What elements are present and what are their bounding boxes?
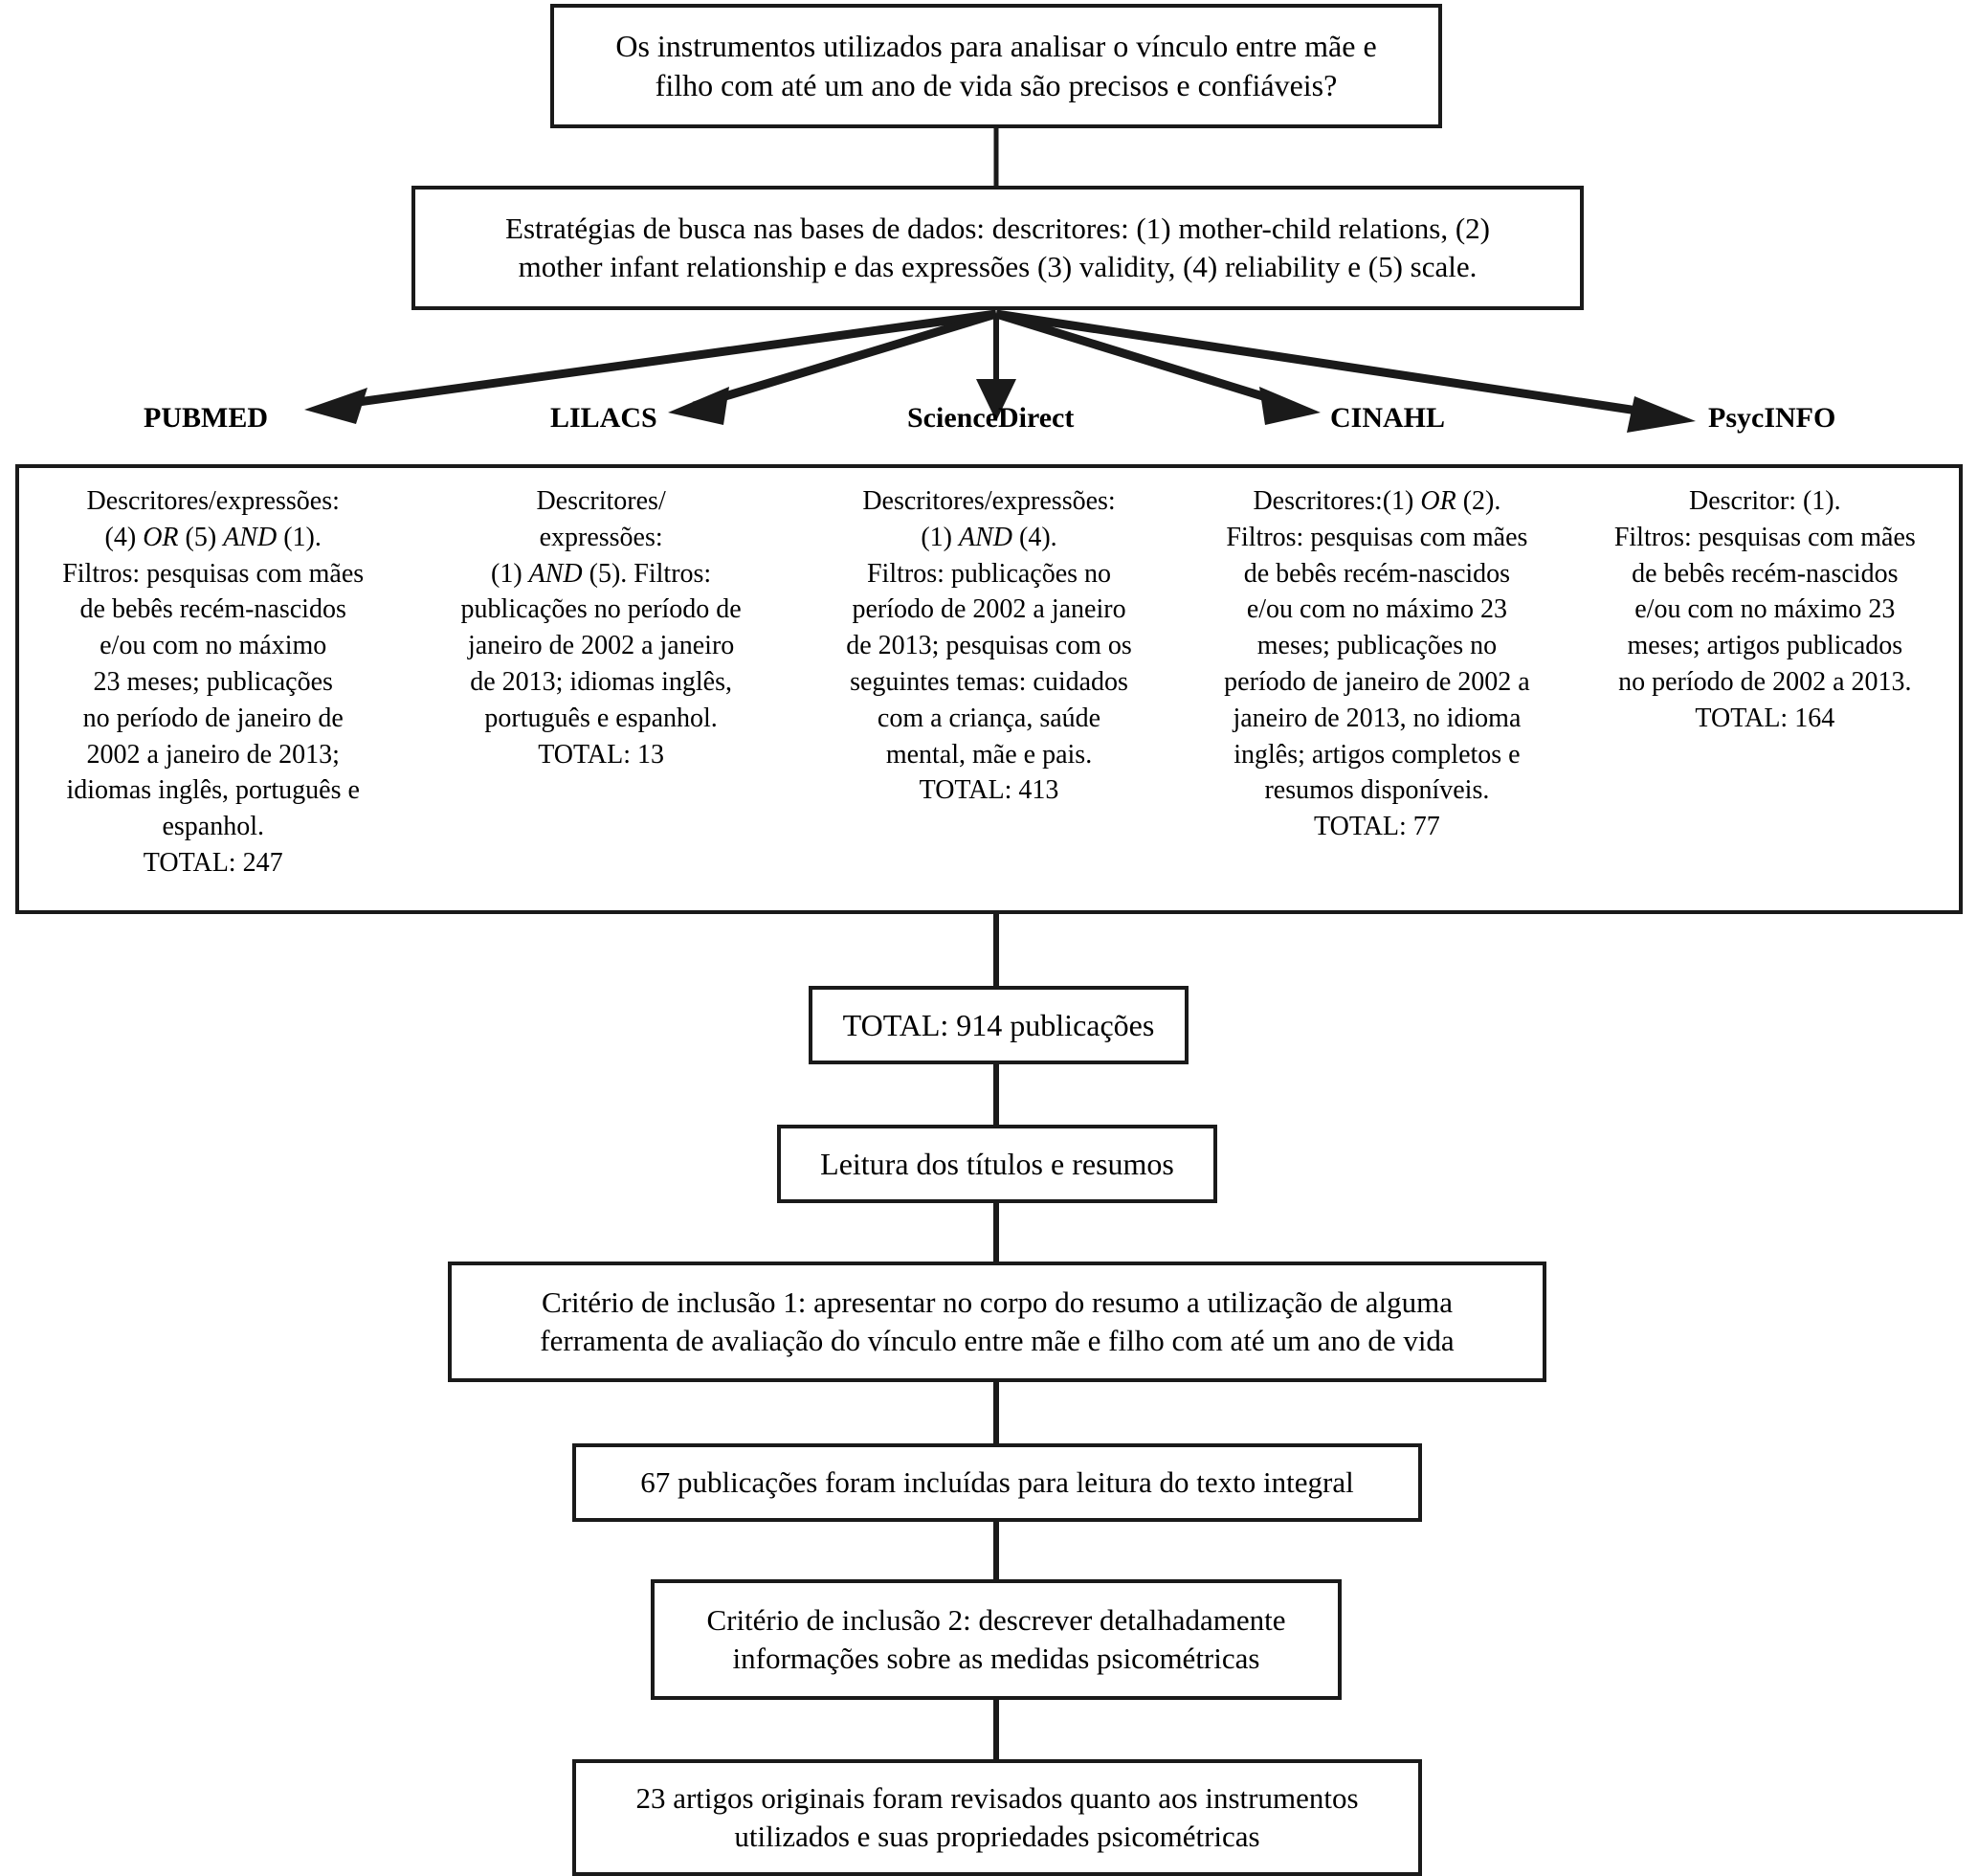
database-detail-psycinfo: Descritor: (1). Filtros: pesquisas com m… [1613,486,1916,733]
database-detail-cinahl: Descritores:(1) OR (2). Filtros: pesquis… [1224,486,1530,842]
search-strategy-text: Estratégias de busca nas bases de dados:… [505,212,1490,283]
database-detail-lilacs: Descritores/ expressões: (1) AND (5). Fi… [460,486,742,770]
step-full-text-included-box: 67 publicações foram incluídas para leit… [572,1443,1422,1522]
database-columns: Descritores/expressões: (4) OR (5) AND (… [19,468,1959,882]
step-title-abstract-reading-box: Leitura dos títulos e resumos [777,1125,1217,1203]
database-label-sciencedirect: ScienceDirect [907,402,1075,434]
step-final-reviewed-articles-box: 23 artigos originais foram revisados qua… [572,1759,1422,1876]
database-label-cinahl: CINAHL [1330,402,1446,434]
step-inclusion-criterion-2-box: Critério de inclusão 2: descrever detalh… [651,1579,1342,1700]
step-final-reviewed-articles-text: 23 artigos originais foram revisados qua… [635,1781,1359,1853]
database-detail-sciencedirect: Descritores/expressões: (1) AND (4). Fil… [846,486,1132,806]
database-details-box: Descritores/expressões: (4) OR (5) AND (… [15,464,1963,914]
database-label-psycinfo: PsycINFO [1708,402,1836,434]
step-full-text-included-text: 67 publicações foram incluídas para leit… [640,1465,1354,1500]
research-question-text: Os instrumentos utilizados para analisar… [615,29,1377,102]
step-inclusion-criterion-1-text: Critério de inclusão 1: apresentar no co… [540,1285,1455,1357]
step-inclusion-criterion-2-text: Critério de inclusão 2: descrever detalh… [706,1603,1286,1675]
research-question-box: Os instrumentos utilizados para analisar… [550,4,1442,128]
database-label-pubmed: PUBMED [144,402,268,434]
database-detail-pubmed: Descritores/expressões: (4) OR (5) AND (… [62,486,365,878]
step-total-publications-text: TOTAL: 914 publicações [842,1007,1155,1042]
step-inclusion-criterion-1-box: Critério de inclusão 1: apresentar no co… [448,1262,1546,1382]
database-label-lilacs: LILACS [550,402,657,434]
search-strategy-box: Estratégias de busca nas bases de dados:… [411,186,1584,310]
step-title-abstract-reading-text: Leitura dos títulos e resumos [820,1146,1174,1181]
step-total-publications-box: TOTAL: 914 publicações [809,986,1189,1064]
